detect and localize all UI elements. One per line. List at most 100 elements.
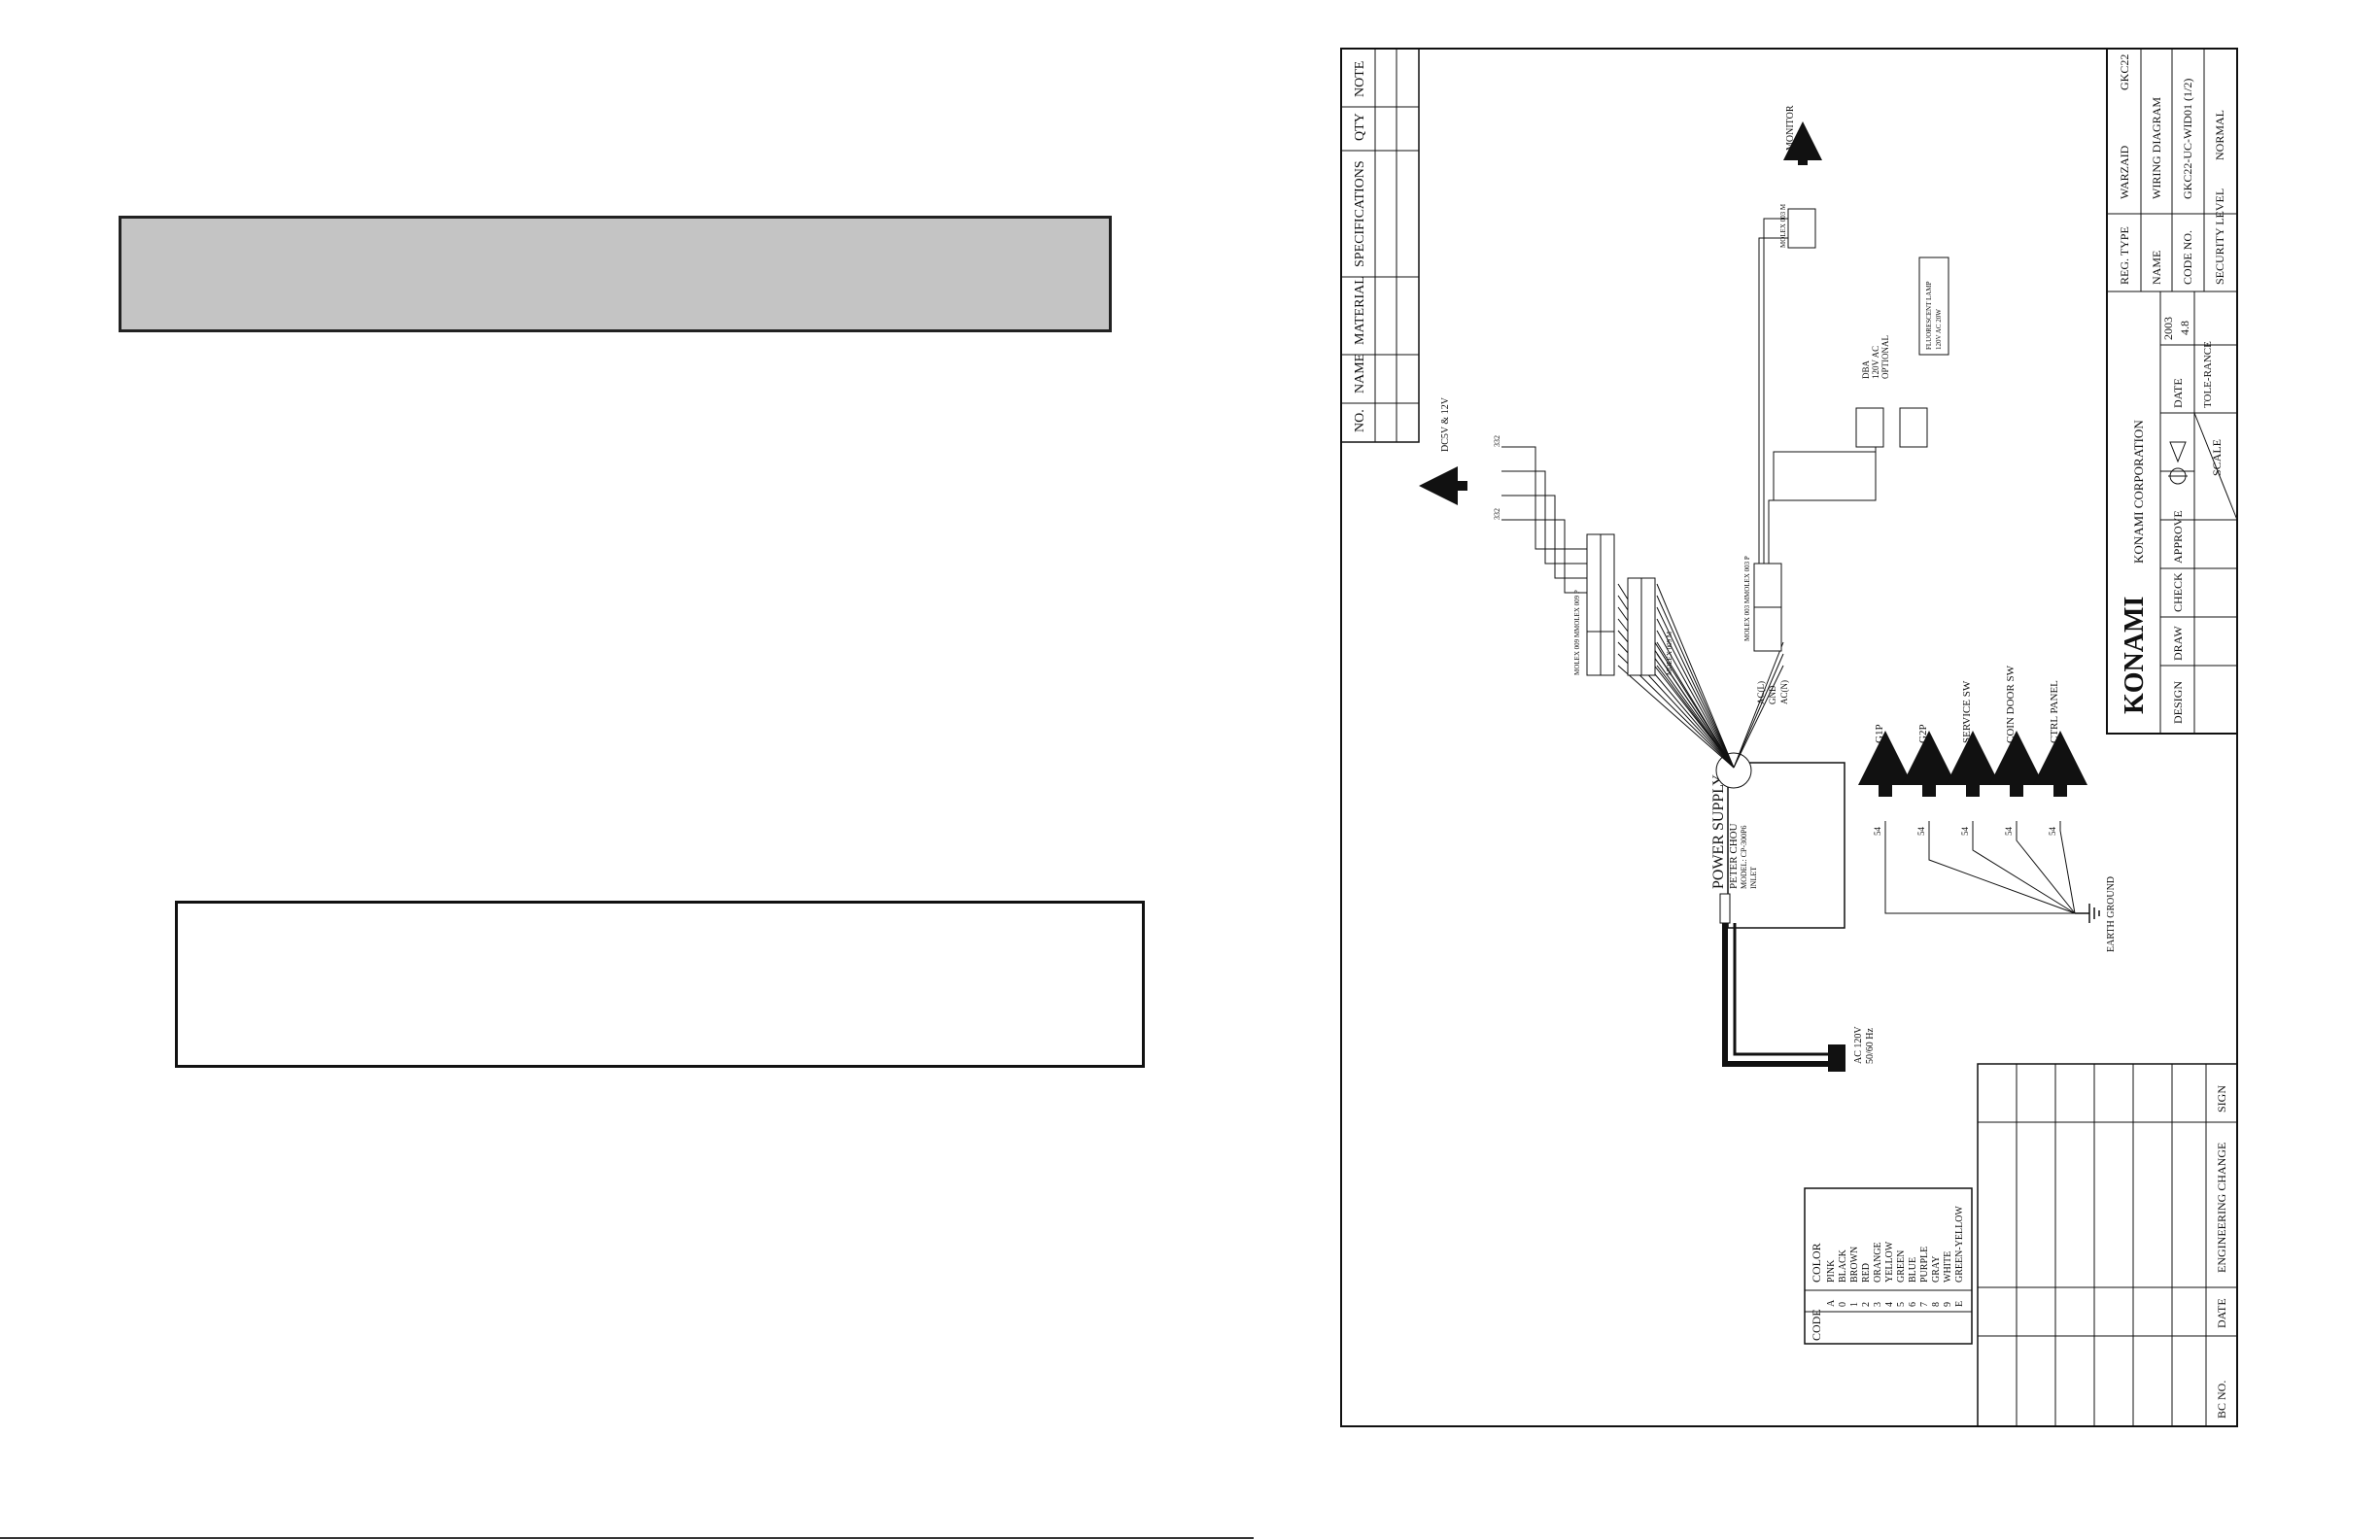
title-block: REG. TYPE WARZAID GKC22 NAME WIRING DIAG…	[2106, 48, 2238, 735]
color-code-6: 5	[1896, 1302, 1907, 1307]
fluorescent-connector	[1899, 407, 1928, 448]
dba-label-3: OPTIONAL	[1880, 335, 1890, 379]
ac-in-label-2: 50/60 Hz	[1865, 1028, 1876, 1065]
color-code-2: 1	[1849, 1302, 1860, 1307]
color-header-color: COLOR	[1810, 1243, 1823, 1283]
security-level-value: NORMAL	[2213, 110, 2226, 160]
color-name-7: BLUE	[1908, 1257, 1918, 1283]
color-code-9: 8	[1931, 1302, 1942, 1307]
power-supply-label: POWER SUPPLY	[1710, 774, 1727, 889]
code-no-value: GKC22-UC-WID01 (1/2)	[2181, 79, 2194, 199]
sheet-border	[1340, 48, 2238, 1427]
ac-cord: AC 120V 50/60 Hz	[1722, 923, 1876, 1072]
scale-label: SCALE	[2210, 439, 2224, 476]
power-supply-inlet: INLET	[1749, 867, 1758, 889]
date-md: 4.8	[2178, 321, 2191, 335]
reg-type-label: REG. TYPE	[2118, 226, 2131, 285]
inlet-plug-icon	[1719, 893, 1731, 924]
name-value: WIRING DIAGRAM	[2150, 97, 2163, 199]
color-code-4: 3	[1873, 1302, 1883, 1307]
wire-label-54-4: 54	[2004, 827, 2014, 837]
approve-label: APPROVE	[2171, 510, 2185, 564]
blank-box	[175, 901, 1145, 1068]
konami-logo: KONAMI	[2120, 597, 2150, 714]
power-supply: POWER SUPPLY PETER CHOU MODEL: CP-300P6 …	[1710, 752, 1845, 929]
bottom-rule	[0, 1537, 1254, 1539]
parts-header-no: NO.	[1353, 409, 1367, 432]
monitor-connector	[1787, 208, 1816, 249]
ac-n-label: AC(N)	[1779, 680, 1789, 704]
ac-l-label: AC(L)	[1756, 681, 1766, 704]
color-name-4: ORANGE	[1873, 1242, 1883, 1283]
draw-label: DRAW	[2171, 626, 2185, 661]
molex-003m-label: MOLEX 003 M	[1743, 597, 1751, 641]
color-name-11: GREEN-YELLOW	[1954, 1206, 1965, 1283]
power-supply-model: MODEL: CP-300P6	[1740, 825, 1748, 889]
service-sw-label: SERVICE SW	[1961, 680, 1973, 743]
parts-header-qty: QTY	[1353, 113, 1367, 141]
change-header-sign: SIGN	[2215, 1085, 2228, 1112]
color-code-7: 6	[1908, 1302, 1918, 1307]
molex-009m-upper-label: MOLEX 009 M	[1573, 631, 1581, 675]
name-label: NAME	[2150, 251, 2163, 285]
earth-ground-icon	[2075, 904, 2100, 923]
ac-in-label-1: AC 120V	[1853, 1026, 1864, 1064]
ctrl-panel-label: CTRL PANEL	[2049, 680, 2060, 743]
security-level-label: SECURITY LEVEL	[2213, 188, 2226, 285]
parts-table: NO. NAME MATERIAL SPECIFICATIONS QTY NOT…	[1340, 48, 1420, 443]
change-header-engineering-change: ENGINEERING CHANGE	[2215, 1143, 2228, 1273]
ac-connector: AC(L) GND AC(N) MOLEX 003 M MOLEX 003 P	[1743, 556, 1789, 704]
color-header-code: CODE	[1810, 1309, 1823, 1341]
wiring-diagram: NO. NAME MATERIAL SPECIFICATIONS QTY NOT…	[1340, 48, 2238, 1427]
wire-label-54-5: 54	[2048, 827, 2057, 837]
wire-hub	[1715, 752, 1752, 789]
color-name-5: YELLOW	[1884, 1241, 1895, 1283]
ground-arrows	[1858, 731, 2087, 797]
color-name-9: GRAY	[1931, 1256, 1942, 1283]
parts-header-specifications: SPECIFICATIONS	[1353, 160, 1367, 267]
dba-label-2: 120V AC	[1871, 346, 1880, 379]
dc-out-wires	[1501, 446, 1587, 594]
ac-gnd-label: GND	[1768, 685, 1777, 704]
molex-009m-lower-label: MOLEX 009 M	[1666, 631, 1673, 675]
engineering-change-table: BC NO. DATE ENGINEERING CHANGE SIGN	[1977, 1063, 2238, 1427]
color-code-1: 0	[1838, 1302, 1848, 1307]
color-name-1: BLACK	[1838, 1249, 1848, 1283]
dba-label-1: DBA	[1861, 359, 1871, 379]
check-label: CHECK	[2171, 572, 2185, 612]
g1p-label: G1P	[1874, 724, 1885, 743]
code-no-label: CODE NO.	[2181, 230, 2194, 285]
company-name: KONAMI CORPORATION	[2131, 420, 2146, 564]
color-code-3: 2	[1861, 1302, 1872, 1307]
tolerance-label: TOLE-RANCE	[2202, 341, 2214, 408]
wire-label-332-b: 332	[1493, 508, 1501, 520]
color-code-table: CODE COLOR APINK0BLACK1BROWN2RED3ORANGE4…	[1804, 1187, 1973, 1345]
wire-label-332-a: 332	[1493, 435, 1501, 447]
wire-label-54-1: 54	[1873, 827, 1882, 837]
change-header-bc-no: BC NO.	[2215, 1381, 2228, 1419]
color-code-11: E	[1954, 1301, 1965, 1307]
date-label: DATE	[2171, 378, 2185, 408]
dc-out-label: DC5V & 12V	[1440, 396, 1451, 452]
dba-connector	[1855, 407, 1884, 448]
earth-ground-label: EARTH GROUND	[2106, 876, 2117, 952]
grey-banner	[119, 216, 1112, 332]
color-code-10: 9	[1943, 1302, 1953, 1307]
design-label: DESIGN	[2171, 681, 2185, 724]
wire-label-54-3: 54	[1960, 827, 1970, 837]
date-year: 2003	[2161, 317, 2175, 340]
wire-label-54-2: 54	[1916, 827, 1926, 837]
reg-type-value: WARZAID	[2118, 145, 2131, 199]
ground-wires	[1884, 821, 2076, 914]
parts-header-material: MATERIAL	[1353, 276, 1367, 345]
fluorescent-label-2: 120V AC 20W	[1935, 309, 1943, 350]
g2p-label: G2P	[1917, 724, 1929, 743]
molex-009p-label: MOLEX 009 P	[1573, 590, 1581, 632]
fluorescent-label-1: FLUORESCENT LAMP	[1925, 281, 1933, 350]
color-name-2: BROWN	[1849, 1247, 1860, 1283]
change-header-date: DATE	[2215, 1298, 2228, 1328]
color-name-0: PINK	[1826, 1259, 1837, 1283]
color-name-6: GREEN	[1896, 1250, 1907, 1283]
color-name-3: RED	[1861, 1263, 1872, 1283]
color-code-5: 4	[1884, 1302, 1895, 1307]
